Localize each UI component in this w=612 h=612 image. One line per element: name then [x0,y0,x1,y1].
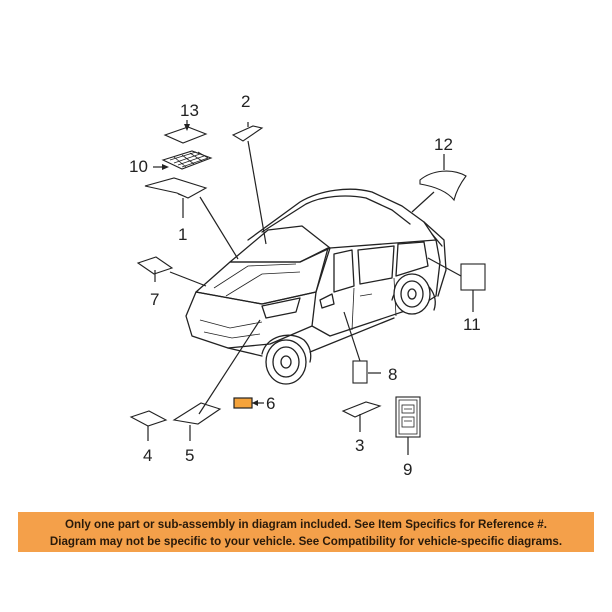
callout-3: 3 [355,436,364,455]
part-5-label-sticker[interactable] [172,402,222,425]
callout-1: 1 [178,225,187,244]
callout-8: 8 [388,365,397,384]
part-11-label-sticker[interactable] [460,263,486,291]
part-10-label-sticker[interactable] [161,150,213,170]
vehicle-outline [185,188,447,385]
callout-12: 12 [434,135,453,154]
disclaimer-line-2: Diagram may not be specific to your vehi… [49,535,563,548]
callout-2: 2 [241,92,250,111]
callout-13: 13 [180,101,199,120]
part-9-tire-placard[interactable] [395,396,421,438]
part-4-label-sticker[interactable] [129,410,168,427]
part-2-label-sticker[interactable] [231,125,264,142]
part-1-label-sticker[interactable] [144,177,208,199]
callout-7: 7 [150,290,159,309]
callout-11: 11 [463,315,481,334]
part-13-label-sticker[interactable] [163,126,208,144]
part-8-label-sticker[interactable] [352,360,368,384]
disclaimer-line-1: Only one part or sub-assembly in diagram… [65,518,547,531]
callout-4: 4 [143,446,152,465]
part-7-label-sticker[interactable] [136,256,174,275]
part-3-label-sticker[interactable] [341,401,382,418]
leader-lines [147,120,474,455]
part-12-weatherstrip[interactable] [419,170,467,202]
callout-5: 5 [185,446,194,465]
callout-6: 6 [266,394,275,413]
part-6-label-highlighted[interactable] [233,397,253,409]
callout-10: 10 [129,157,148,176]
callout-9: 9 [403,460,412,479]
disclaimer-banner: Only one part or sub-assembly in diagram… [18,512,594,552]
